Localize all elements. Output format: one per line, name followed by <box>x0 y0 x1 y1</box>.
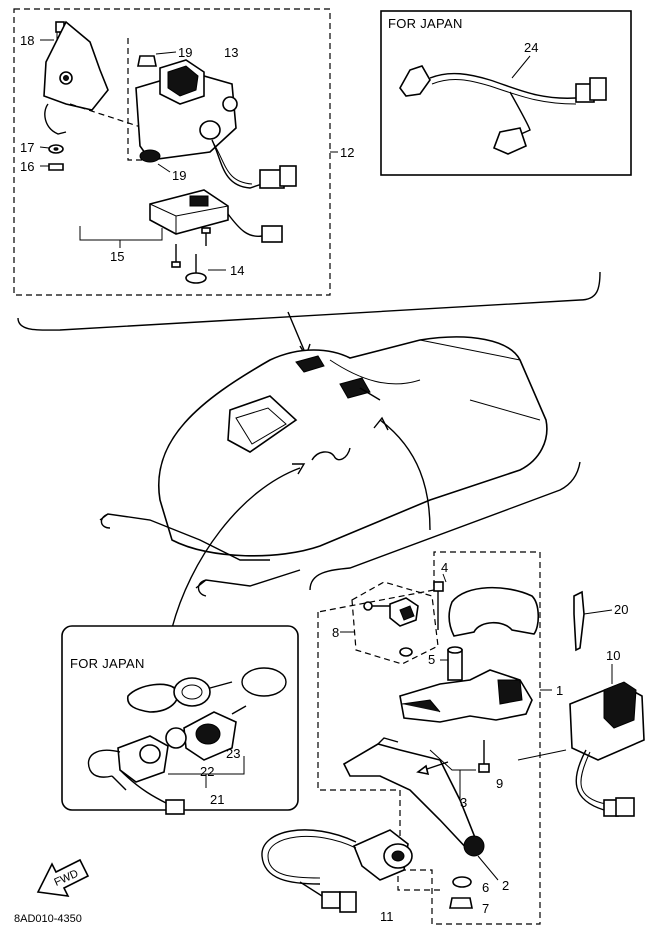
diagram-part-code: 8AD010-4350 <box>14 913 82 925</box>
top-group-brace <box>17 271 601 331</box>
callout-14: 14 <box>230 263 244 278</box>
nut-16-drawing <box>48 163 64 171</box>
switch-11-drawing <box>261 829 413 913</box>
switch-base-15-drawing <box>149 189 283 243</box>
mounting-bracket-drawing <box>43 20 109 111</box>
lower-group-brace <box>309 461 581 591</box>
bolt-4-drawing <box>433 581 444 592</box>
control-module-10-drawing <box>569 664 645 817</box>
callout-19-top: 19 <box>178 45 192 60</box>
callout-22: 22 <box>200 764 214 779</box>
callout-2: 2 <box>502 878 509 893</box>
cable-strap-20-drawing <box>573 590 585 652</box>
callout-17: 17 <box>20 140 34 155</box>
callout-11: 11 <box>380 909 394 924</box>
callout-18: 18 <box>20 33 34 48</box>
assembly-12-dashed-frame <box>13 8 331 296</box>
harness-24-connector-c <box>492 127 527 155</box>
callout-16: 16 <box>20 159 34 174</box>
callout-6: 6 <box>482 880 489 895</box>
throttle-housing-13-drawing <box>135 59 238 161</box>
japan-key-switch-inset <box>61 625 299 815</box>
callout-12: 12 <box>340 145 354 160</box>
nut-19-top-drawing <box>137 55 157 67</box>
group-8-dashed-frame <box>351 581 439 665</box>
lever-assembly-group <box>261 551 552 925</box>
harness-24-connector-a <box>399 65 431 97</box>
callout-21: 21 <box>210 792 224 807</box>
screws-14-drawing <box>171 227 226 284</box>
snowmobile-body-drawing <box>99 336 548 597</box>
japan-harness-inset <box>380 10 632 176</box>
nut-19-bottom-drawing <box>139 149 161 163</box>
callout-9: 9 <box>496 776 503 791</box>
callout-23: 23 <box>226 746 240 761</box>
callout-13: 13 <box>224 45 238 60</box>
callout-15: 15 <box>110 249 124 264</box>
callout-5: 5 <box>428 652 435 667</box>
callout-3: 3 <box>460 795 467 810</box>
assembly-1-dashed-frame <box>317 551 541 925</box>
japan-bottom-inset-frame <box>61 625 299 811</box>
callout-7: 7 <box>482 901 489 916</box>
arrow-to-japan-switch <box>171 467 301 629</box>
callout-24: 24 <box>524 40 538 55</box>
arrow-to-lever-assembly <box>379 419 431 531</box>
callout-19-bottom: 19 <box>172 168 186 183</box>
callout-10: 10 <box>606 648 620 663</box>
japan-bottom-inset-title: FOR JAPAN <box>70 656 145 671</box>
fwd-direction-badge <box>36 858 90 897</box>
nut-7-drawing <box>449 897 473 909</box>
sleeve-5-drawing <box>447 649 463 681</box>
callout-4: 4 <box>441 560 448 575</box>
callout-1: 1 <box>556 683 563 698</box>
japan-top-inset-title: FOR JAPAN <box>388 16 463 31</box>
lever-cover-drawing <box>448 586 540 637</box>
washer-6-drawing <box>452 876 472 888</box>
throttle-housing-assembly-group <box>13 8 338 296</box>
callout-20: 20 <box>614 602 628 617</box>
callout-8: 8 <box>332 625 339 640</box>
